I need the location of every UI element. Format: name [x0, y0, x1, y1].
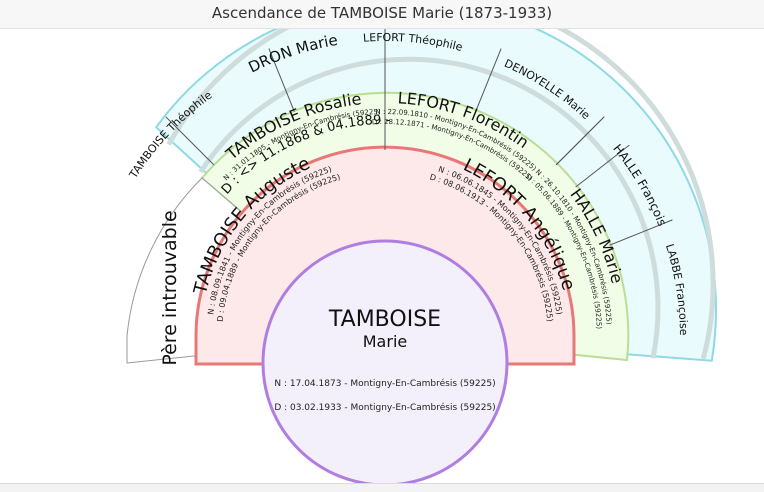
- divider-line: [555, 116, 605, 166]
- father-unknown-label: Père introuvable: [159, 210, 181, 365]
- divider-line: [609, 219, 673, 246]
- gen4-inner-ring: [198, 56, 661, 359]
- page-title: Ascendance de TAMBOISE Marie (1873-1933): [211, 4, 553, 22]
- fan-chart-area: TAMBOISE Marie N : 17.04.1873 - Montigny…: [0, 29, 764, 483]
- divider-line: [575, 144, 630, 188]
- title-bar: Ascendance de TAMBOISE Marie (1873-1933): [0, 0, 764, 29]
- divider-line: [475, 48, 502, 112]
- divider-line: [268, 48, 295, 112]
- root-first-name: Marie: [363, 332, 407, 351]
- root-birth: N : 17.04.1873 - Montigny-En-Cambrésis (…: [274, 378, 495, 389]
- bottom-scrollbar[interactable]: [0, 483, 764, 492]
- divider-line: [165, 116, 215, 166]
- fan-chart: TAMBOISE Marie N : 17.04.1873 - Montigny…: [126, 29, 717, 483]
- gen4-mid-ring: [166, 29, 716, 360]
- sector-dividers: [165, 29, 673, 246]
- root-death: D : 03.02.1933 - Montigny-En-Cambrésis (…: [274, 402, 495, 413]
- root-person-circle[interactable]: [261, 239, 509, 483]
- root-last-name: TAMBOISE: [328, 307, 441, 332]
